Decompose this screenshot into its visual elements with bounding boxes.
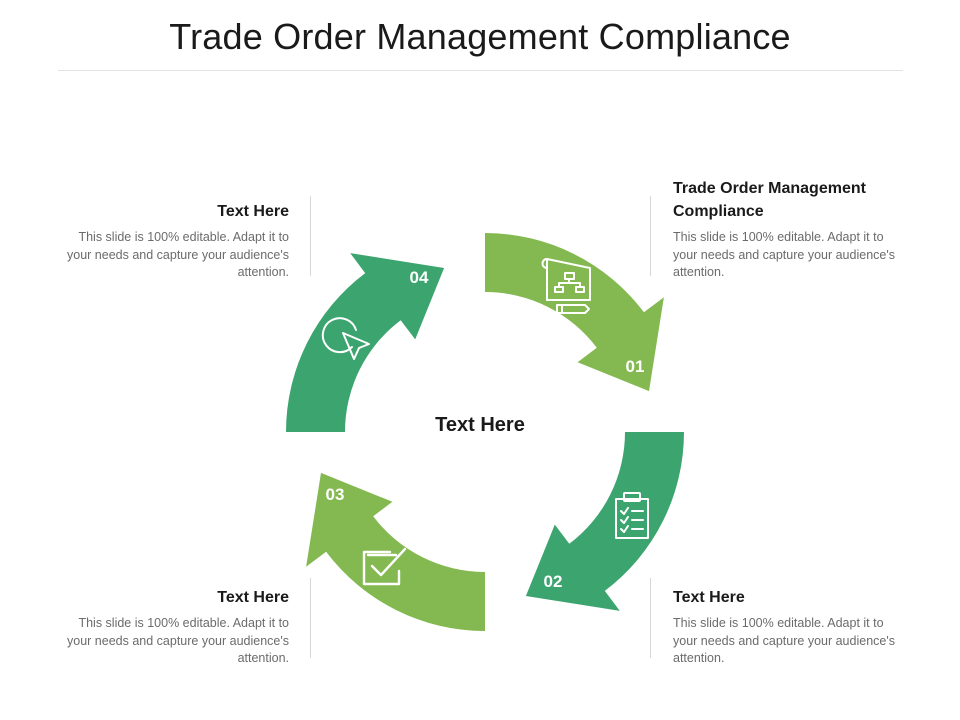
step-number-03: 03 [325, 485, 345, 504]
center-label: Text Here [435, 414, 525, 436]
connector-line-top-right [650, 196, 651, 276]
page-title: Trade Order Management Compliance [169, 16, 791, 57]
connector-line-top-left [310, 196, 311, 276]
connector-line-bottom-left [310, 578, 311, 658]
step-number-04: 04 [409, 268, 429, 287]
connector-line-bottom-right [650, 578, 651, 658]
checkbox-icon [362, 547, 407, 586]
text-block-03: Text Here This slide is 100% editable. A… [57, 586, 289, 668]
cursor-click-icon [321, 317, 370, 360]
step-body-01: This slide is 100% editable. Adapt it to… [673, 230, 895, 279]
step-body-03: This slide is 100% editable. Adapt it to… [67, 616, 289, 665]
title-divider [58, 70, 903, 71]
step-number-01: 01 [625, 357, 645, 376]
step-title-04: Text Here [217, 203, 289, 220]
arrow-03 [306, 472, 485, 631]
step-body-02: This slide is 100% editable. Adapt it to… [673, 616, 895, 665]
step-title-03: Text Here [217, 589, 289, 606]
checklist-clipboard-icon [615, 492, 649, 539]
flowchart-blueprint-icon [541, 258, 591, 314]
step-body-04: This slide is 100% editable. Adapt it to… [67, 230, 289, 279]
text-block-04: Text Here This slide is 100% editable. A… [57, 200, 289, 282]
step-title-02: Text Here [673, 589, 745, 606]
text-block-01: Trade Order Management Compliance This s… [673, 177, 905, 282]
arrow-02 [525, 432, 684, 611]
step-number-02: 02 [543, 572, 563, 591]
text-block-02: Text Here This slide is 100% editable. A… [673, 586, 905, 668]
step-title-01: Trade Order Management Compliance [673, 180, 866, 220]
